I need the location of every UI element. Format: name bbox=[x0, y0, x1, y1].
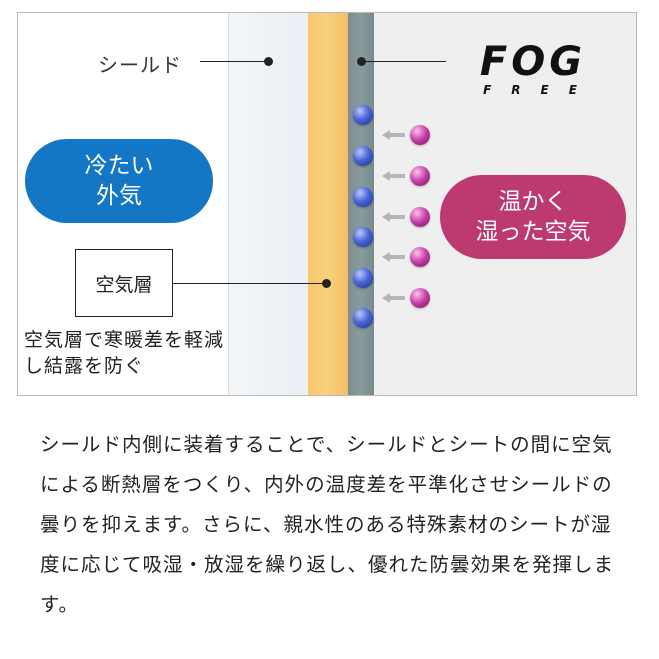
fog-free-diagram: シールド FOG FREE 冷たい 外気 温かく 湿った空気 空気層 空気層で寒… bbox=[17, 12, 637, 396]
shield-label: シールド bbox=[98, 53, 182, 77]
air-layer-leader-line bbox=[173, 283, 325, 284]
fog-free-logo: FOG FREE bbox=[480, 41, 597, 97]
sheet-leader-line bbox=[364, 61, 446, 62]
shield-leader-line bbox=[200, 61, 268, 62]
moisture-arrow-3 bbox=[382, 212, 405, 222]
cold-molecule-5 bbox=[353, 268, 373, 288]
cold-molecule-2 bbox=[353, 146, 373, 166]
warm-air-text: 温かく 湿った空気 bbox=[475, 189, 591, 245]
moisture-molecule-1 bbox=[410, 125, 430, 145]
air-layer-leader-dot bbox=[322, 279, 331, 288]
moisture-molecule-5 bbox=[410, 288, 430, 308]
moisture-molecule-2 bbox=[410, 166, 430, 186]
cold-outside-air-label: 冷たい 外気 bbox=[25, 139, 213, 223]
air-layer-label: 空気層 bbox=[95, 273, 153, 296]
moisture-arrow-4 bbox=[382, 252, 405, 262]
moisture-arrow-5 bbox=[382, 293, 405, 303]
sheet-leader-dot bbox=[357, 57, 366, 66]
logo-main-text: FOG bbox=[480, 41, 586, 85]
air-layer-gap bbox=[308, 13, 348, 395]
moisture-arrow-1 bbox=[382, 130, 405, 140]
shield-layer bbox=[228, 13, 310, 395]
moisture-molecule-4 bbox=[410, 247, 430, 267]
cold-air-text: 冷たい 外気 bbox=[84, 153, 154, 209]
warm-humid-air-label: 温かく 湿った空気 bbox=[440, 175, 626, 259]
air-layer-note: 空気層で寒暖差を軽減し結露を防ぐ bbox=[24, 329, 225, 377]
moisture-molecule-3 bbox=[410, 207, 430, 227]
shield-leader-dot bbox=[264, 57, 273, 66]
air-layer-box: 空気層 bbox=[75, 249, 173, 317]
product-description: シールド内側に装着することで、シールドとシートの間に空気による断熱層をつくり、内… bbox=[40, 433, 615, 616]
cold-molecule-1 bbox=[353, 105, 373, 125]
cold-molecule-4 bbox=[353, 227, 373, 247]
logo-sub-text: FREE bbox=[483, 83, 597, 97]
moisture-arrow-2 bbox=[382, 171, 405, 181]
cold-molecule-3 bbox=[353, 187, 373, 207]
cold-molecule-6 bbox=[353, 308, 373, 328]
